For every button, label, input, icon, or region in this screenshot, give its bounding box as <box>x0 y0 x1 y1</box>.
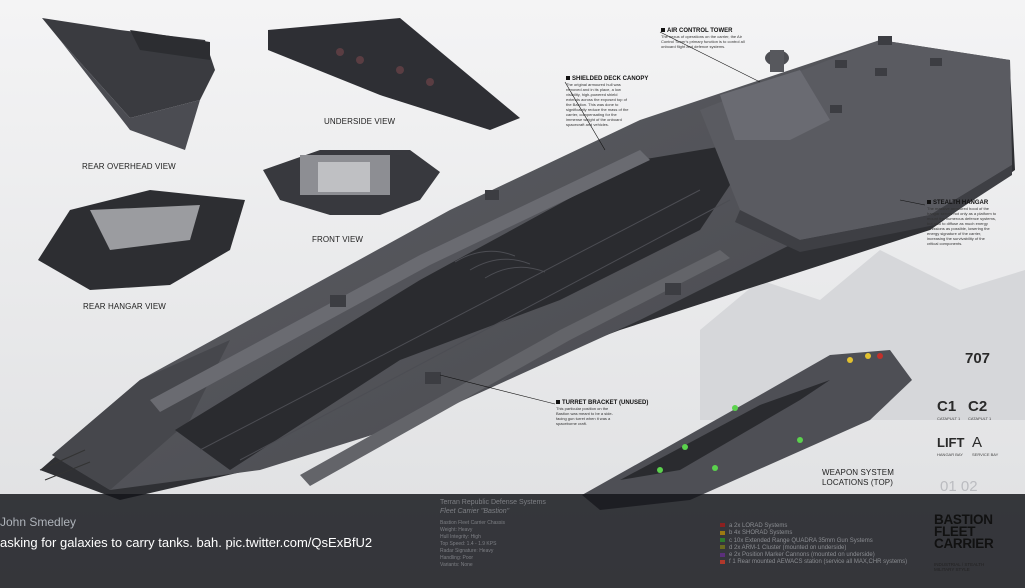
turret-bracket-callout: TURRET BRACKET (UNUSED) This particular … <box>556 400 648 426</box>
legend-item: f 1 Rear mounted AEWACS station (service… <box>720 559 907 566</box>
legend-swatch <box>720 538 725 543</box>
front-view-art <box>263 150 440 215</box>
sheet-stat-row: Top Speed: 1.4 - 1.9 KPS <box>440 541 497 547</box>
legend-swatch <box>720 523 725 528</box>
air-control-tower-callout: AIR CONTROL TOWER The nexus of operation… <box>661 28 745 49</box>
legend-item: c 10x Extended Range QUADRA 35mm Gun Sys… <box>720 538 907 545</box>
shielded-deck-canopy-title: SHIELDED DECK CANOPY <box>566 76 648 82</box>
sheet-stat-row: Bastion Fleet Carrier Chassis <box>440 520 506 526</box>
weapons-legend: a 2x LORAD Systems b 4x SHORAD Systems c… <box>720 523 907 567</box>
legend-item: e 2x Position Marker Cannons (mounted on… <box>720 552 907 559</box>
legend-swatch <box>720 559 725 564</box>
sheet-line-1: Terran Republic Defense Systems <box>440 499 546 506</box>
legend-swatch <box>720 545 725 550</box>
lift-spec: LIFT HANGAR BAY <box>937 435 965 457</box>
weapon-locations-label: WEAPON SYSTEM LOCATIONS (TOP) <box>822 468 894 487</box>
main-carrier-hull <box>39 36 1015 500</box>
sheet-stat-row: Weight: Heavy <box>440 527 473 533</box>
brand-subtitle: INDUSTRIAL / STEALTH MILITARY STYLE <box>934 562 985 572</box>
bastion-fleet-carrier-title: BASTION FLEET CARRIER <box>934 512 994 551</box>
hull-number: 707 <box>965 350 991 367</box>
service-bay-spec: A SERVICE BAY <box>972 434 999 457</box>
legend-swatch <box>720 552 725 557</box>
tweet-author[interactable]: John Smedley <box>0 515 77 529</box>
stealth-hangar-callout: STEALTH HANGAR The massive armoured hood… <box>927 200 997 246</box>
rear-hangar-view-art <box>38 190 245 290</box>
legend-item: b 4x SHORAD Systems <box>720 530 907 537</box>
sheet-stat-row: Radar Signature: Heavy <box>440 548 494 554</box>
turret-bracket-title: TURRET BRACKET (UNUSED) <box>556 400 648 406</box>
air-control-tower-title: AIR CONTROL TOWER <box>661 28 745 34</box>
deck-number: 01 02 <box>940 478 978 495</box>
catapult-2-spec: C2 CATAPULT 1 <box>968 398 992 421</box>
tweet-text[interactable]: asking for galaxies to carry tanks. bah.… <box>0 535 373 550</box>
weapon-locations-view-art <box>582 350 912 510</box>
legend-item: a 2x LORAD Systems <box>720 523 907 530</box>
catapult-1-spec: C1 CATAPULT 1 <box>937 398 961 421</box>
underside-view-label: UNDERSIDE VIEW <box>324 117 396 126</box>
stealth-hangar-body: The massive armoured hood of the hangar … <box>927 206 997 246</box>
turret-bracket-body: This particular position on the Bastion … <box>556 406 613 426</box>
rear-overhead-view-art <box>42 18 215 150</box>
sheet-stat-row: Hull Integrity: High <box>440 534 481 540</box>
shielded-deck-canopy-callout: SHIELDED DECK CANOPY The original armour… <box>566 76 648 127</box>
legend-item: d 2x ARM-1 Cluster (mounted on underside… <box>720 545 907 552</box>
stealth-hangar-title: STEALTH HANGAR <box>927 200 997 206</box>
underside-view-art <box>268 18 520 130</box>
sheet-stat-row: Variants: None <box>440 562 473 568</box>
sheet-line-2: Fleet Carrier "Bastion" <box>440 508 510 515</box>
legend-swatch <box>720 530 725 535</box>
rear-overhead-view-label: REAR OVERHEAD VIEW <box>82 162 176 171</box>
front-view-label: FRONT VIEW <box>312 235 364 244</box>
shielded-deck-canopy-body: The original armoured hull was removed a… <box>566 82 629 127</box>
tweet-overlay <box>0 494 1025 588</box>
sheet-stats: Bastion Fleet Carrier Chassis Weight: He… <box>440 520 505 569</box>
air-control-tower-body: The nexus of operations on the carrier, … <box>661 34 745 49</box>
sheet-stat-row: Handling: Poor <box>440 555 474 561</box>
rear-hangar-view-label: REAR HANGAR VIEW <box>83 302 166 311</box>
